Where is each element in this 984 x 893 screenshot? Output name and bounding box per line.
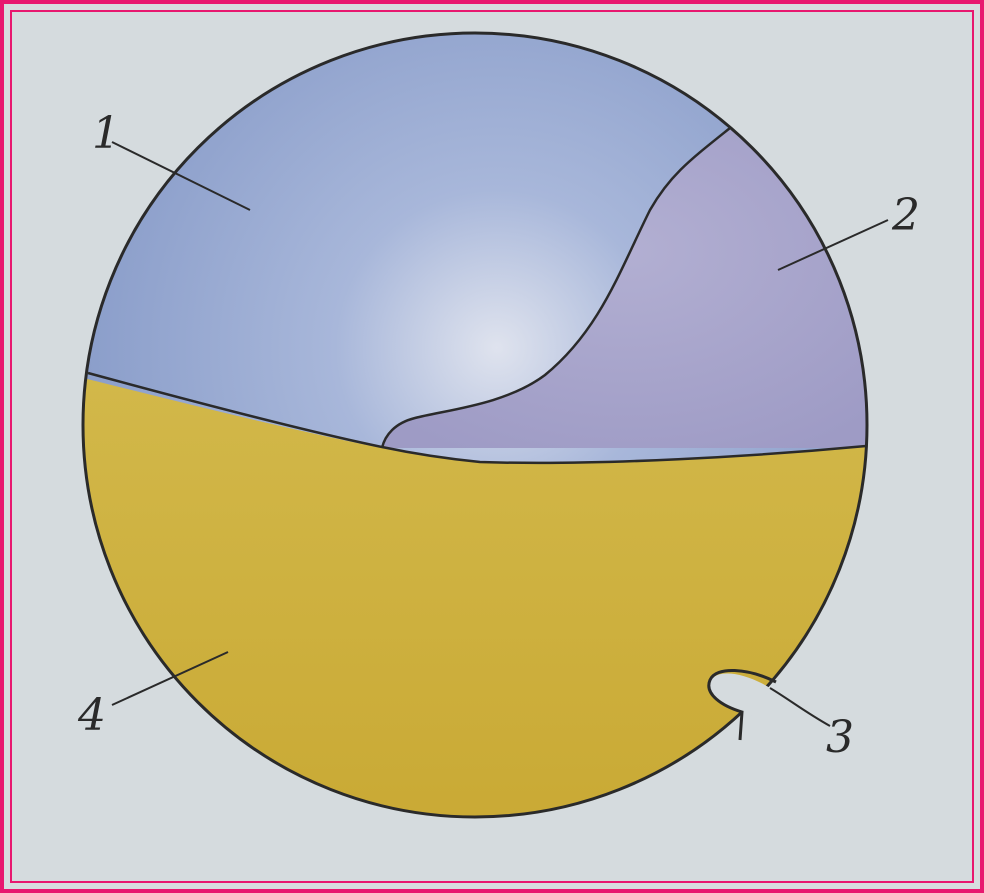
leader-line-3: [770, 688, 830, 726]
label-1: 1: [92, 108, 120, 159]
label-3: 3: [826, 712, 854, 763]
label-2: 2: [891, 190, 920, 241]
label-4: 4: [77, 690, 106, 741]
